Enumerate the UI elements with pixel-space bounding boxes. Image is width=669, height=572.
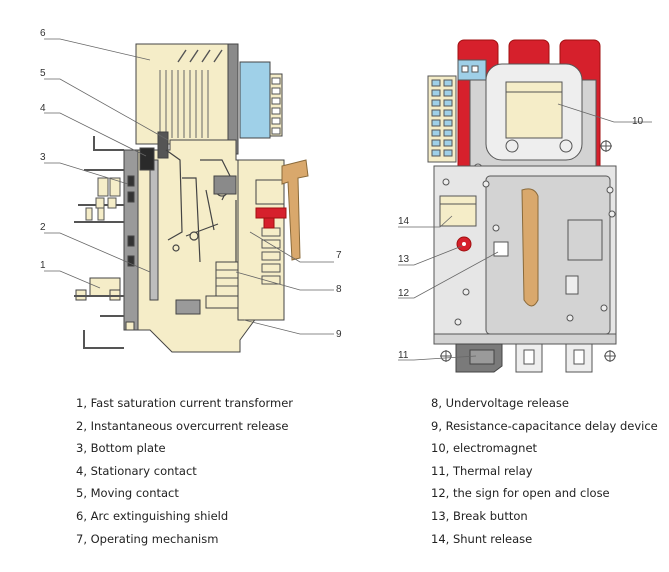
bottom-terminal-2-slot xyxy=(573,349,585,365)
callout-5: 5 xyxy=(40,68,46,79)
aux-pins xyxy=(271,77,281,135)
callout-14: 14 xyxy=(398,216,410,227)
legend-item: 7, Operating mechanism xyxy=(76,531,219,546)
lower-busbar xyxy=(74,295,124,349)
thermal-relay-face xyxy=(469,349,495,365)
callout-1: 1 xyxy=(40,260,46,271)
moving-contact xyxy=(157,131,169,159)
shield-wall xyxy=(227,43,239,155)
callout-3: 3 xyxy=(40,152,46,163)
side-section-view xyxy=(74,43,309,353)
stationary-contact xyxy=(139,147,155,171)
legend-item: 6, Arc extinguishing shield xyxy=(76,508,229,523)
front-lever xyxy=(521,188,539,307)
delay-window xyxy=(565,275,579,295)
handle-red-tab xyxy=(263,217,275,229)
handle-red-part xyxy=(255,207,287,219)
legend-item: 13, Break button xyxy=(431,508,528,523)
legend-left: 1, Fast saturation current transformer 2… xyxy=(76,392,293,550)
legend-item: 2, Instantaneous overcurrent release xyxy=(76,418,289,433)
callout-4: 4 xyxy=(40,103,46,114)
shunt-release xyxy=(439,195,477,227)
open-close-sign xyxy=(493,241,509,257)
aux-contact-pins xyxy=(431,79,453,157)
legend-item: 14, Shunt release xyxy=(431,531,533,546)
callout-7: 7 xyxy=(336,250,342,261)
legend-right: 8, Undervoltage release 9, Resistance-ca… xyxy=(431,392,658,550)
crosshair-marks xyxy=(440,140,616,362)
arc-shield xyxy=(135,43,229,145)
arc-shield-hatch xyxy=(177,49,223,63)
arc-shield-plates xyxy=(159,70,209,138)
callout-13: 13 xyxy=(398,254,410,265)
legend-item: 5, Moving contact xyxy=(76,486,179,501)
callout-9: 9 xyxy=(336,329,342,340)
bottom-terminal-1-slot xyxy=(523,349,535,365)
callout-10: 10 xyxy=(632,116,644,127)
bottom-frame xyxy=(433,333,617,345)
legend-item: 10, electromagnet xyxy=(431,441,538,456)
bottom-terminal-2 xyxy=(565,343,593,373)
legend-item: 3, Bottom plate xyxy=(76,441,166,456)
right-leader-lines xyxy=(398,103,652,361)
aux-contact-a-pins xyxy=(461,65,479,73)
front-view xyxy=(427,39,617,373)
delay-display xyxy=(567,219,603,261)
bolt-stack xyxy=(127,175,135,267)
legend-item: 4, Stationary contact xyxy=(76,463,197,478)
handle-mount xyxy=(255,179,285,205)
electromagnet xyxy=(505,81,563,139)
operating-handle xyxy=(281,159,309,261)
housing-frame-mid xyxy=(149,159,159,301)
aux-contact-b xyxy=(427,75,457,163)
legend-item: 8, Undervoltage release xyxy=(431,396,569,410)
legend-item: 1, Fast saturation current transformer xyxy=(76,396,294,410)
break-button-hole xyxy=(462,242,466,246)
mechanism-block xyxy=(213,175,237,195)
aux-box xyxy=(239,61,271,139)
legend-item: 11, Thermal relay xyxy=(431,463,533,478)
panel-screws xyxy=(442,178,616,326)
callout-12: 12 xyxy=(398,288,410,299)
callout-6: 6 xyxy=(40,28,46,39)
lower-bolt xyxy=(125,321,135,331)
callout-8: 8 xyxy=(336,284,342,295)
callout-2: 2 xyxy=(40,222,46,233)
control-terminals xyxy=(261,227,281,285)
lower-block xyxy=(175,299,201,315)
legend-item: 9, Resistance-capacitance delay device xyxy=(431,418,658,433)
callout-labels: 6 5 4 3 2 1 7 8 9 10 14 13 12 11 xyxy=(40,28,644,361)
left-leader-lines xyxy=(44,38,334,335)
callout-11: 11 xyxy=(398,350,409,361)
legend-item: 12, the sign for open and close xyxy=(431,486,610,501)
busbar-bolts xyxy=(85,177,121,221)
breaker-diagram: 6 5 4 3 2 1 7 8 9 10 14 13 12 11 xyxy=(40,28,652,373)
